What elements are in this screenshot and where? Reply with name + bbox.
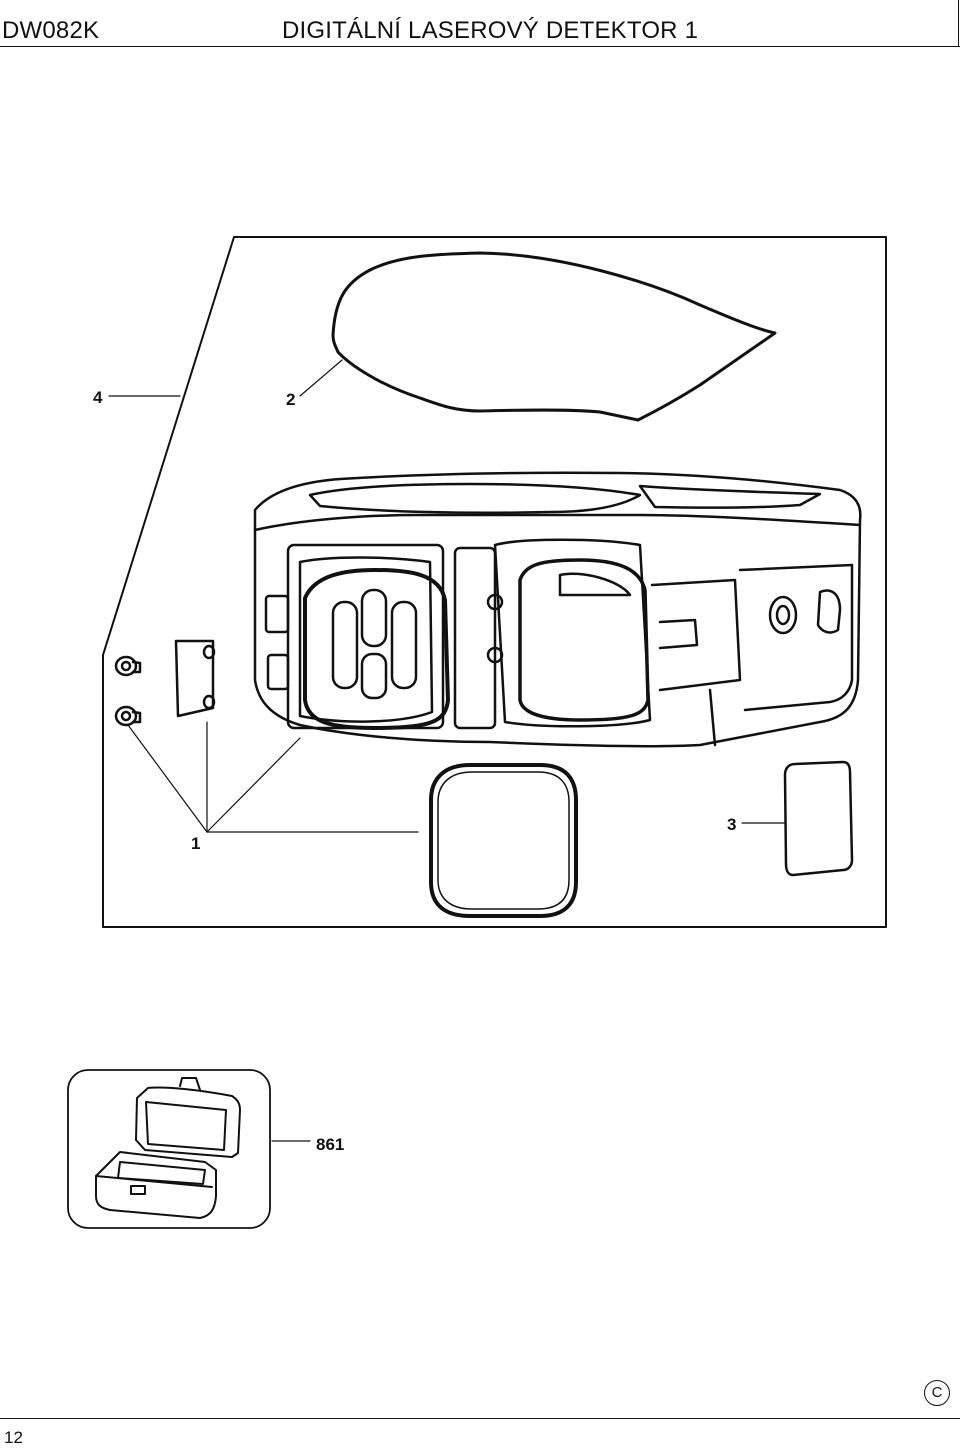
callout-3: 3 <box>727 815 736 834</box>
main-diagram-frame <box>102 236 887 928</box>
header-rule <box>0 46 960 47</box>
leader-lines <box>108 359 787 1142</box>
footer-rule <box>0 1418 960 1419</box>
header-side-rule <box>958 0 959 46</box>
accessory-frame <box>67 1069 271 1229</box>
callout-861: 861 <box>316 1135 344 1154</box>
callout-1: 1 <box>191 834 200 853</box>
part-1-gasket <box>429 763 578 918</box>
page-title: DIGITÁLNÍ LASEROVÝ DETEKTOR 1 <box>282 17 699 44</box>
carry-case-861 <box>95 1077 241 1219</box>
part-1-fasteners <box>114 639 216 727</box>
page-number: 12 <box>4 1428 23 1447</box>
detector-housing <box>253 471 862 748</box>
part-1-gasket-inner <box>437 771 570 910</box>
callout-2: 2 <box>286 390 295 409</box>
callout-4: 4 <box>93 388 103 407</box>
page-header: DW082K DIGITÁLNÍ LASEROVÝ DETEKTOR 1 <box>0 0 960 48</box>
part-3-cover <box>783 760 854 877</box>
part-2-lens-window <box>331 251 777 422</box>
copyright-symbol: C <box>924 1380 950 1406</box>
model-number: DW082K <box>2 17 100 44</box>
